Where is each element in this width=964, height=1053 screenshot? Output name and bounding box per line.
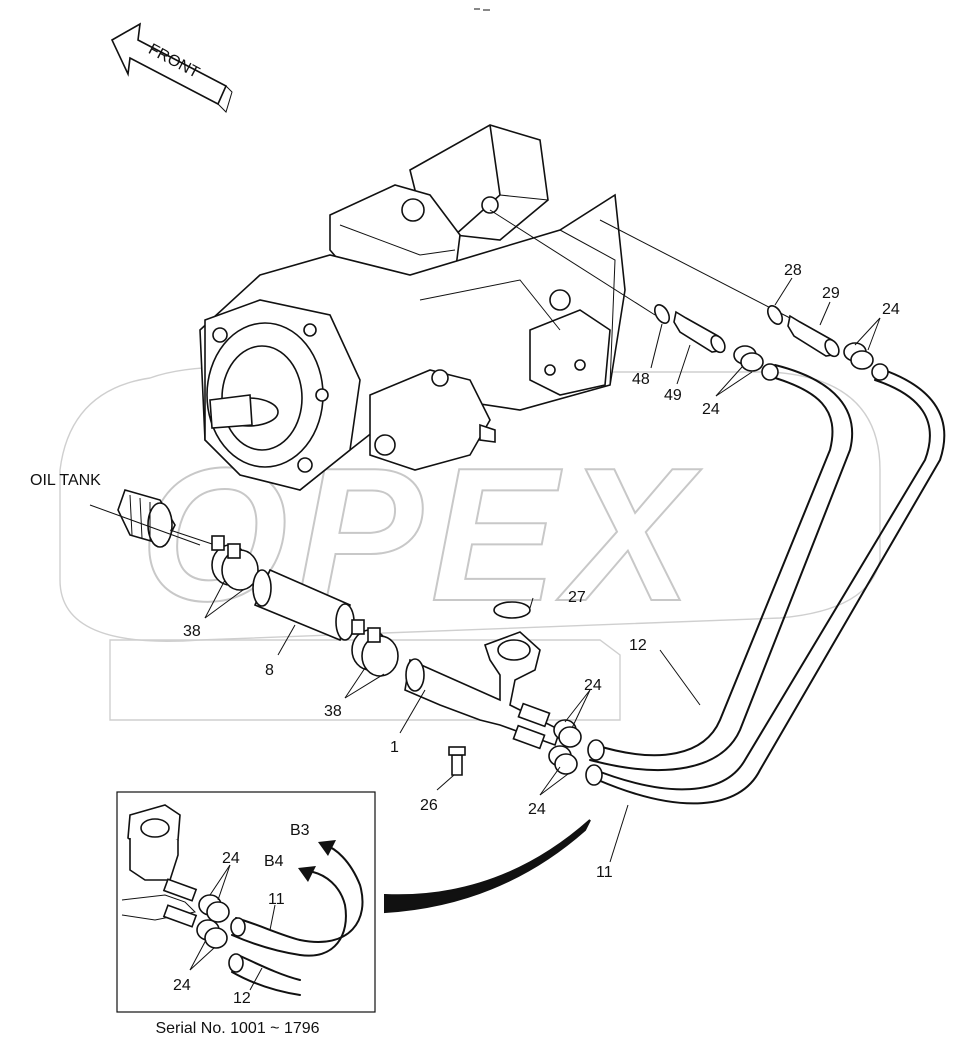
- top-mark: [474, 8, 490, 11]
- callout-49: 49: [664, 387, 682, 404]
- callout-29: 29: [822, 285, 840, 302]
- fittings-right: [653, 304, 874, 372]
- callout-12: 12: [629, 637, 647, 654]
- callout-38-left: 38: [183, 623, 201, 640]
- callout-1: 1: [390, 739, 399, 756]
- callouts: 28 29 24 48 49 24 OIL TANK 27 12 38 8 38…: [30, 262, 900, 881]
- hydraulic-pump-assembly: [199, 124, 626, 491]
- suction-line: [117, 489, 582, 776]
- callout-28: 28: [784, 262, 802, 279]
- serial-number-label: Serial No. 1001 ~ 1796: [155, 1020, 320, 1037]
- callout-8: 8: [265, 662, 274, 679]
- callout-48: 48: [632, 371, 650, 388]
- callout-24-lower-right: 24: [584, 677, 602, 694]
- callout-24-mid: 24: [702, 401, 720, 418]
- inset-callout-11: 11: [268, 891, 285, 908]
- inset-label-b4: B4: [264, 853, 284, 870]
- inset-arrow: [384, 819, 591, 914]
- callout-11: 11: [596, 864, 613, 881]
- serial-inset: B3 B4 24 11 24 12: [116, 791, 376, 1013]
- callout-24-top-right: 24: [882, 301, 900, 318]
- leader-lines: [89, 277, 881, 863]
- oil-tank-label: OIL TANK: [30, 472, 101, 489]
- centerlines: [489, 209, 791, 319]
- callout-26: 26: [420, 797, 438, 814]
- callout-38-right: 38: [324, 703, 342, 720]
- inset-callout-12: 12: [233, 990, 251, 1007]
- inset-callout-24-bottom: 24: [173, 977, 191, 994]
- inset-callout-24-top: 24: [222, 850, 240, 867]
- hoses: [585, 363, 946, 805]
- front-arrow: FRONT: [110, 22, 233, 113]
- inset-label-b3: B3: [290, 822, 310, 839]
- callout-27: 27: [568, 589, 586, 606]
- callout-24-bottom: 24: [528, 801, 546, 818]
